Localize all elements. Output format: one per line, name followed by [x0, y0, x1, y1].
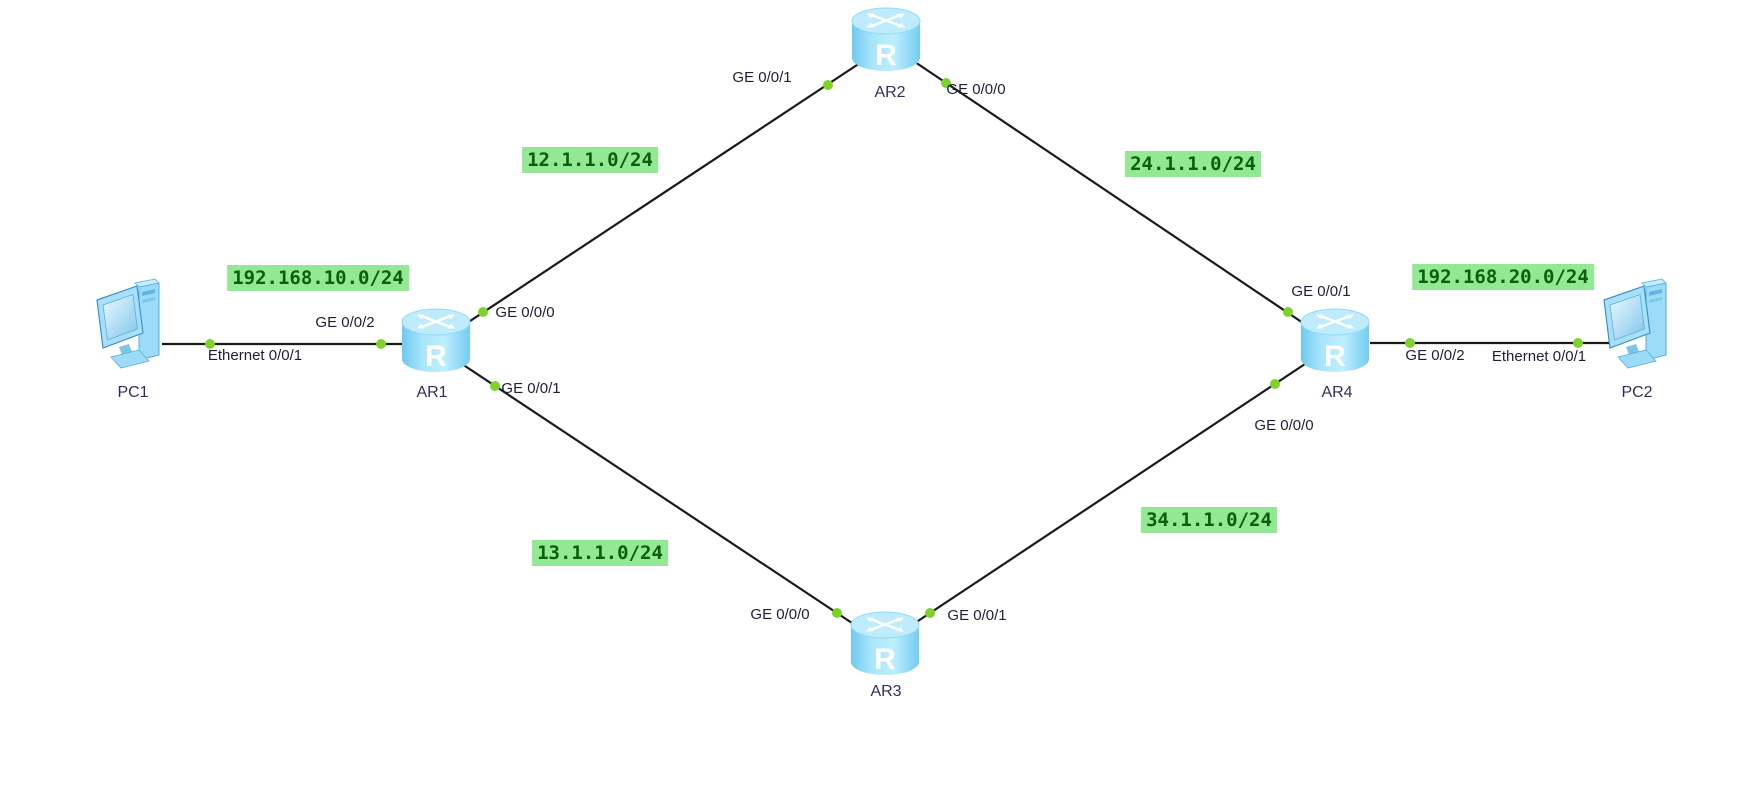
interface-label: Ethernet 0/0/1: [207, 347, 303, 364]
device-ar2[interactable]: R: [850, 7, 922, 73]
interface-label: Ethernet 0/0/1: [1491, 348, 1587, 365]
interface-label: GE 0/0/2: [1405, 347, 1465, 364]
device-ar3[interactable]: R: [849, 611, 921, 677]
port-status-dot: [1573, 338, 1583, 348]
svg-text:R: R: [1324, 340, 1346, 373]
network-address-note[interactable]: 24.1.1.0/24: [1125, 151, 1261, 177]
device-label-ar4: AR4: [1321, 384, 1353, 401]
network-address-note[interactable]: 34.1.1.0/24: [1141, 507, 1277, 533]
port-status-dot: [925, 608, 935, 618]
link-ar2-ar4[interactable]: [911, 59, 1313, 330]
port-status-dot: [478, 307, 488, 317]
pc-icon: [1603, 278, 1667, 369]
interface-label: GE 0/0/1: [1291, 283, 1351, 300]
port-status-dot: [832, 608, 842, 618]
link-ar3-ar4[interactable]: [911, 361, 1309, 626]
device-ar1[interactable]: R: [400, 308, 472, 374]
link-ar1-ar2[interactable]: [457, 60, 864, 330]
device-pc1[interactable]: [89, 267, 171, 369]
router-icon: R: [850, 611, 920, 676]
interface-label: GE 0/0/0: [1254, 417, 1314, 434]
device-label-ar2: AR2: [874, 84, 906, 101]
port-status-dot: [205, 339, 215, 349]
interface-label: GE 0/0/0: [946, 81, 1006, 98]
device-pc2[interactable]: [1596, 267, 1678, 369]
interface-label: GE 0/0/0: [750, 606, 810, 623]
router-icon: R: [401, 308, 471, 373]
network-address-note[interactable]: 192.168.10.0/24: [227, 265, 409, 291]
port-status-dot: [1283, 307, 1293, 317]
network-address-note[interactable]: 13.1.1.0/24: [532, 540, 668, 566]
port-status-dot: [376, 339, 386, 349]
svg-text:R: R: [425, 340, 447, 373]
svg-text:R: R: [874, 643, 896, 676]
port-status-dot: [1270, 379, 1280, 389]
port-status-dot: [1405, 338, 1415, 348]
interface-label: GE 0/0/2: [315, 314, 375, 331]
device-ar4[interactable]: R: [1299, 308, 1371, 374]
router-icon: R: [851, 7, 921, 72]
router-icon: R: [1300, 308, 1370, 373]
network-address-note[interactable]: 12.1.1.0/24: [522, 147, 658, 173]
port-status-dot: [490, 381, 500, 391]
link-ar1-ar3[interactable]: [458, 361, 859, 628]
interface-label: GE 0/0/1: [732, 69, 792, 86]
device-label-ar3: AR3: [870, 683, 902, 700]
device-label-pc2: PC2: [1621, 384, 1653, 401]
port-status-dot: [823, 80, 833, 90]
device-label-pc1: PC1: [117, 384, 149, 401]
pc-icon: [96, 278, 160, 369]
interface-label: GE 0/0/0: [495, 304, 555, 321]
svg-text:R: R: [875, 39, 897, 72]
interface-label: GE 0/0/1: [501, 380, 561, 397]
port-status-dot: [941, 78, 951, 88]
device-label-ar1: AR1: [416, 384, 448, 401]
interface-label: GE 0/0/1: [947, 607, 1007, 624]
network-address-note[interactable]: 192.168.20.0/24: [1412, 264, 1594, 290]
